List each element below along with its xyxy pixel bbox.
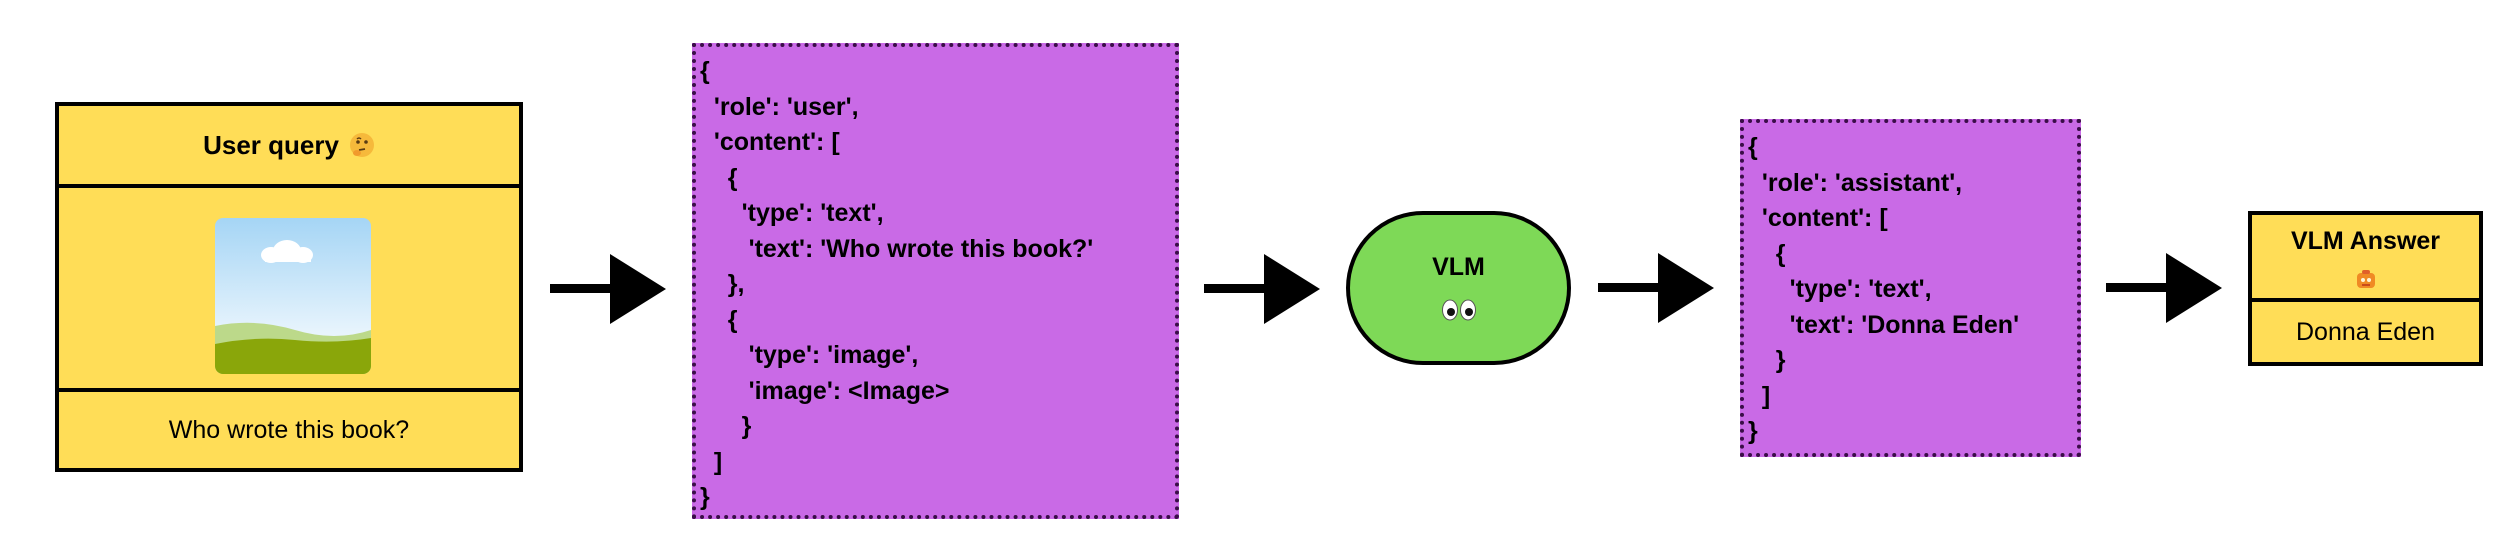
vlm-answer-value: Donna Eden (2295, 317, 2435, 346)
request-json-box: { 'role': 'user', 'content': [ { 'type':… (692, 43, 1179, 519)
response-json-line: 'text': 'Donna Eden' (1748, 310, 2020, 339)
arrow-right-icon (2106, 253, 2222, 323)
response-json-line: { (1748, 133, 1758, 161)
user-query-header: User query (59, 106, 519, 188)
arrow-right-icon (550, 254, 666, 324)
vlm-answer-title: VLM Answer (2290, 227, 2441, 255)
request-json-line: 'content': [ (700, 128, 840, 156)
vlm-node: VLM (1346, 211, 1571, 365)
arrow-right-icon (1598, 253, 1714, 323)
request-json-line: { (700, 57, 710, 85)
user-query-title: User query (203, 129, 339, 160)
request-json-line: } (700, 412, 752, 440)
vlm-label: VLM (1432, 253, 1485, 281)
response-json-line: 'content': [ (1748, 204, 1888, 232)
response-json-line: 'type': 'text', (1748, 275, 1932, 303)
response-json-line: } (1748, 417, 1758, 445)
vlm-answer-card: VLM Answer Donna Eden (2248, 211, 2483, 366)
user-query-image-row (59, 188, 519, 392)
arrow-right-icon (1204, 254, 1320, 324)
response-json-line: } (1748, 346, 1786, 374)
request-json-line: }, (700, 270, 745, 298)
request-json-line: { (700, 305, 738, 334)
request-json-line: ] (700, 447, 723, 476)
request-json-line: { (700, 163, 738, 192)
request-json-line: 'image': <Image> (700, 376, 950, 405)
response-json-line: ] (1748, 381, 1771, 410)
request-json-line: 'role': 'user', (700, 92, 859, 121)
request-json-line: 'type': 'image', (700, 341, 919, 369)
request-json-line: } (700, 483, 710, 511)
request-json-line: 'text': 'Who wrote this book?' (700, 234, 1094, 263)
response-json-line: { (1748, 239, 1786, 268)
image-placeholder-icon (215, 218, 371, 379)
response-json-box: { 'role': 'assistant', 'content': [ { 't… (1740, 119, 2081, 457)
thinking-face-icon (349, 132, 375, 158)
user-query-card: User query (55, 102, 523, 472)
vlm-answer-header: VLM Answer (2252, 215, 2479, 302)
robot-icon (2354, 267, 2378, 296)
user-query-text: Who wrote this book? (168, 415, 410, 444)
eyes-icon (1441, 299, 1477, 326)
response-json-line: 'role': 'assistant', (1748, 168, 1963, 197)
request-json-line: 'type': 'text', (700, 199, 884, 227)
